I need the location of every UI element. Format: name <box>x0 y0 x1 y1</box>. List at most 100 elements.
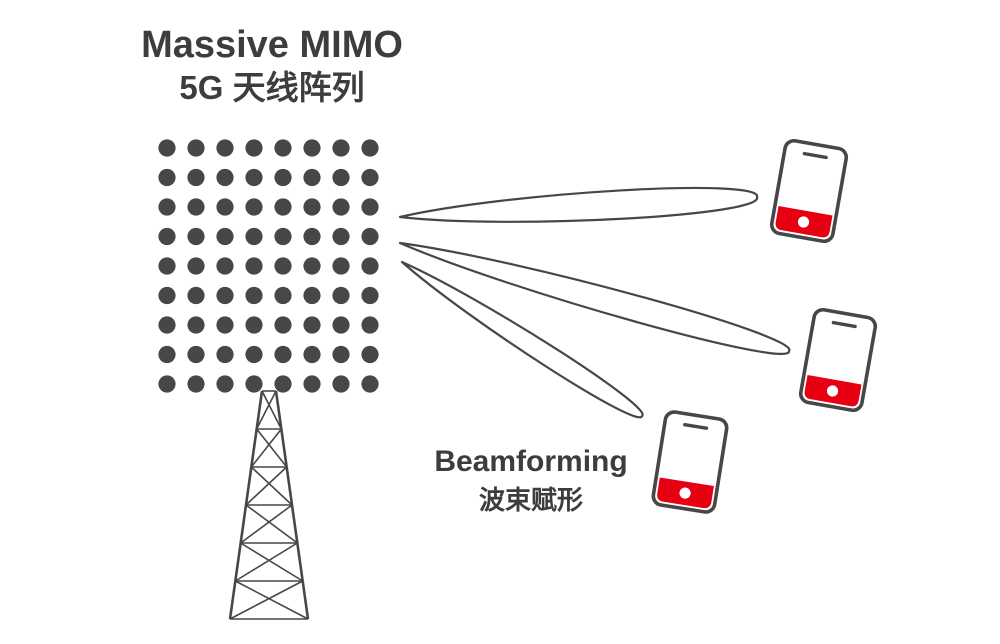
antenna-dot <box>158 227 176 246</box>
tower-brace <box>261 390 283 430</box>
antenna-dot <box>303 257 321 275</box>
antenna-dot <box>361 227 379 246</box>
cell-tower <box>228 390 310 620</box>
antenna-dot <box>158 316 176 334</box>
antenna-dot <box>245 198 263 216</box>
antenna-dot <box>245 227 263 246</box>
antenna-dot <box>187 227 205 246</box>
antenna-dot <box>245 375 263 393</box>
antenna-dot <box>245 257 263 275</box>
antenna-dot <box>361 286 379 305</box>
antenna-dot <box>187 286 205 305</box>
antenna-dot <box>187 257 205 275</box>
antenna-dot <box>158 257 176 275</box>
antenna-dot <box>303 286 321 305</box>
antenna-dot <box>158 139 176 157</box>
antenna-dot <box>332 345 350 364</box>
antenna-dot <box>216 345 234 364</box>
antenna-dot <box>245 316 263 334</box>
antenna-dot <box>187 345 205 364</box>
antenna-dot <box>158 286 176 305</box>
title-line-zh: 5G 天线阵列 <box>179 69 365 107</box>
antenna-dot <box>303 375 321 393</box>
beamforming-label-zh: 波束赋形 <box>478 485 584 515</box>
tower-brace <box>245 504 298 544</box>
tower-brace <box>250 428 282 468</box>
antenna-dot <box>332 316 350 334</box>
antenna-array <box>158 139 379 393</box>
antenna-dot <box>332 257 350 275</box>
tower-brace <box>255 390 277 430</box>
title-line-en: Massive MIMO <box>141 24 403 66</box>
antenna-dot <box>303 168 321 187</box>
antenna-dot <box>274 198 292 216</box>
antenna-dot <box>332 139 350 157</box>
tower-brace <box>229 580 304 620</box>
antenna-dot <box>274 139 292 157</box>
antenna-dot <box>361 316 379 334</box>
antenna-dot <box>187 139 205 157</box>
antenna-dot <box>158 375 176 393</box>
tower-brace <box>245 466 288 506</box>
beamforming-label: Beamforming 波束赋形 <box>434 444 627 516</box>
antenna-dot <box>332 286 350 305</box>
antenna-dot <box>274 286 292 305</box>
phone-1 <box>769 138 849 244</box>
tower-brace <box>250 466 293 506</box>
phone-speaker <box>802 151 828 160</box>
phone-home-button <box>679 487 691 499</box>
phone-home-button <box>797 216 810 228</box>
antenna-dot <box>303 198 321 216</box>
antenna-dot <box>216 375 234 393</box>
antenna-dot <box>245 345 263 364</box>
antenna-dot <box>216 286 234 305</box>
antenna-dot <box>274 227 292 246</box>
tower-brace <box>234 542 298 582</box>
antenna-dot <box>303 345 321 364</box>
phone-speaker <box>831 320 857 329</box>
antenna-dot <box>158 345 176 364</box>
antenna-dot <box>361 375 379 393</box>
antenna-dot <box>216 316 234 334</box>
phone-2 <box>798 307 878 413</box>
antenna-dot <box>303 139 321 157</box>
antenna-dot <box>332 168 350 187</box>
beam-lobe-2 <box>398 241 791 355</box>
antenna-dot <box>332 198 350 216</box>
antenna-dot <box>187 375 205 393</box>
antenna-dot <box>303 227 321 246</box>
antenna-dot <box>361 168 379 187</box>
antenna-dot <box>158 168 176 187</box>
antenna-dot <box>187 316 205 334</box>
antenna-dot <box>216 139 234 157</box>
diagram-title: Massive MIMO 5G 天线阵列 <box>141 22 403 109</box>
antenna-dot <box>332 227 350 246</box>
antenna-dot <box>361 257 379 275</box>
beam-lobe-1 <box>398 186 759 223</box>
antenna-dot <box>216 168 234 187</box>
tower-brace <box>256 428 288 468</box>
antenna-dot <box>274 345 292 364</box>
antenna-dot <box>187 168 205 187</box>
antenna-dot <box>187 198 205 216</box>
antenna-dot <box>245 168 263 187</box>
antenna-dot <box>274 316 292 334</box>
antenna-dot <box>274 257 292 275</box>
tower-brace <box>240 504 293 544</box>
phone-3 <box>651 410 729 514</box>
antenna-dot <box>216 198 234 216</box>
beam-group <box>398 186 791 419</box>
antenna-dot <box>216 227 234 246</box>
tower-brace <box>240 542 304 582</box>
antenna-dot <box>245 139 263 157</box>
antenna-dot <box>216 257 234 275</box>
antenna-dot <box>158 198 176 216</box>
tower-brace <box>234 580 309 620</box>
antenna-dot <box>361 345 379 364</box>
antenna-dot <box>303 316 321 334</box>
antenna-dot <box>274 375 292 393</box>
antenna-dot <box>274 168 292 187</box>
antenna-dot <box>245 286 263 305</box>
